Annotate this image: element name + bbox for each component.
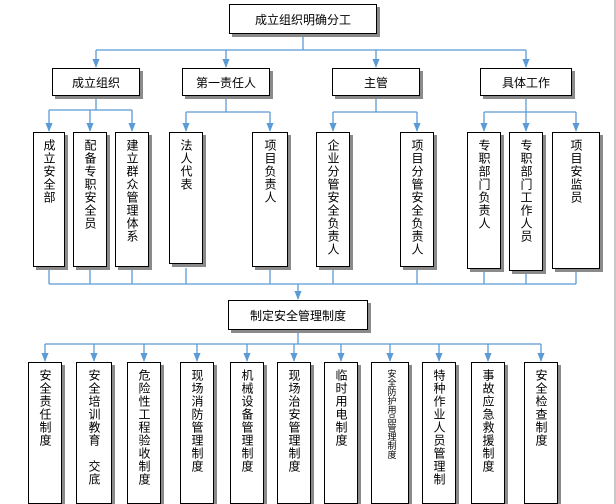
- right-border: [614, 0, 616, 504]
- policy-label: 现场消防管理制度: [190, 369, 204, 473]
- member-label: 专职部门工作人员: [519, 139, 533, 243]
- member-box: 企业分管安全负责人: [316, 132, 350, 267]
- policy-label: 安全检查制度: [534, 369, 548, 447]
- policy-label: 特种作业人员管理制: [432, 369, 446, 486]
- member-box: 专职部门负责人: [467, 132, 501, 269]
- policy-box: 危险性工程验收制度: [127, 362, 161, 504]
- root-box: 成立组织明确分工: [229, 4, 377, 34]
- policy-box: 安全培训教育 交底: [76, 362, 112, 504]
- policy-label: 事故应急救援制度: [481, 369, 495, 473]
- policy-box: 机械设备管理制度: [230, 362, 264, 504]
- member-box: 配备专职安全员: [73, 132, 107, 267]
- policy-box: 安全检查制度: [524, 362, 558, 504]
- member-label: 建立群众管理体系: [125, 139, 139, 243]
- group-label: 主管: [363, 75, 388, 90]
- member-label: 专职部门负责人: [477, 139, 491, 230]
- member-label: 法人代表: [179, 139, 193, 191]
- group-label: 具体工作: [501, 75, 550, 90]
- policy-label: 安全培训教育 交底: [87, 369, 101, 486]
- member-box: 专职部门工作人员: [509, 132, 543, 271]
- member-box: 项目分管安全负责人: [400, 132, 434, 267]
- group-label: 第一责任人: [195, 75, 256, 90]
- group-box-specific-work: 具体工作: [480, 68, 572, 96]
- member-box: 法人代表: [169, 132, 203, 264]
- group-box-supervisor: 主管: [332, 68, 420, 96]
- policy-box: 特种作业人员管理制: [422, 362, 456, 504]
- policy-label: 机械设备管理制度: [240, 369, 254, 473]
- member-box: 建立群众管理体系: [115, 132, 149, 267]
- policy-label: 现场治安管理制度: [287, 369, 301, 473]
- member-label: 项目安监员: [569, 139, 583, 204]
- policy-box: 安全责任制度: [28, 362, 62, 504]
- member-box: 项目负责人: [252, 132, 288, 267]
- policy-box: 现场消防管理制度: [180, 362, 214, 504]
- member-label: 项目负责人: [263, 139, 277, 204]
- member-box: 项目安监员: [552, 132, 600, 269]
- policy-box: 临时用电制度: [324, 362, 358, 504]
- policy-box: 事故应急救援制度: [471, 362, 505, 504]
- member-label: 项目分管安全负责人: [410, 139, 424, 256]
- policy-title: 制定安全管理制度: [249, 308, 346, 323]
- member-label: 企业分管安全负责人: [326, 139, 340, 256]
- member-label: 成立安全部: [42, 139, 56, 204]
- policy-label: 临时用电制度: [334, 369, 348, 447]
- member-box: 成立安全部: [33, 132, 65, 267]
- policy-label: 危险性工程验收制度: [137, 369, 151, 486]
- policy-box: 现场治安管理制度: [277, 362, 311, 504]
- group-box-organize: 成立组织: [52, 68, 140, 96]
- group-box-first-responsible: 第一责任人: [182, 68, 270, 96]
- root-title: 成立组织明确分工: [254, 12, 351, 27]
- policy-box: 安全防护用品管理制度: [371, 362, 409, 504]
- policy-label: 安全防护用品管理制度: [385, 369, 396, 459]
- group-label: 成立组织: [71, 75, 120, 90]
- member-label: 配备专职安全员: [83, 139, 97, 230]
- policy-header-box: 制定安全管理制度: [228, 300, 368, 330]
- policy-label: 安全责任制度: [38, 369, 52, 447]
